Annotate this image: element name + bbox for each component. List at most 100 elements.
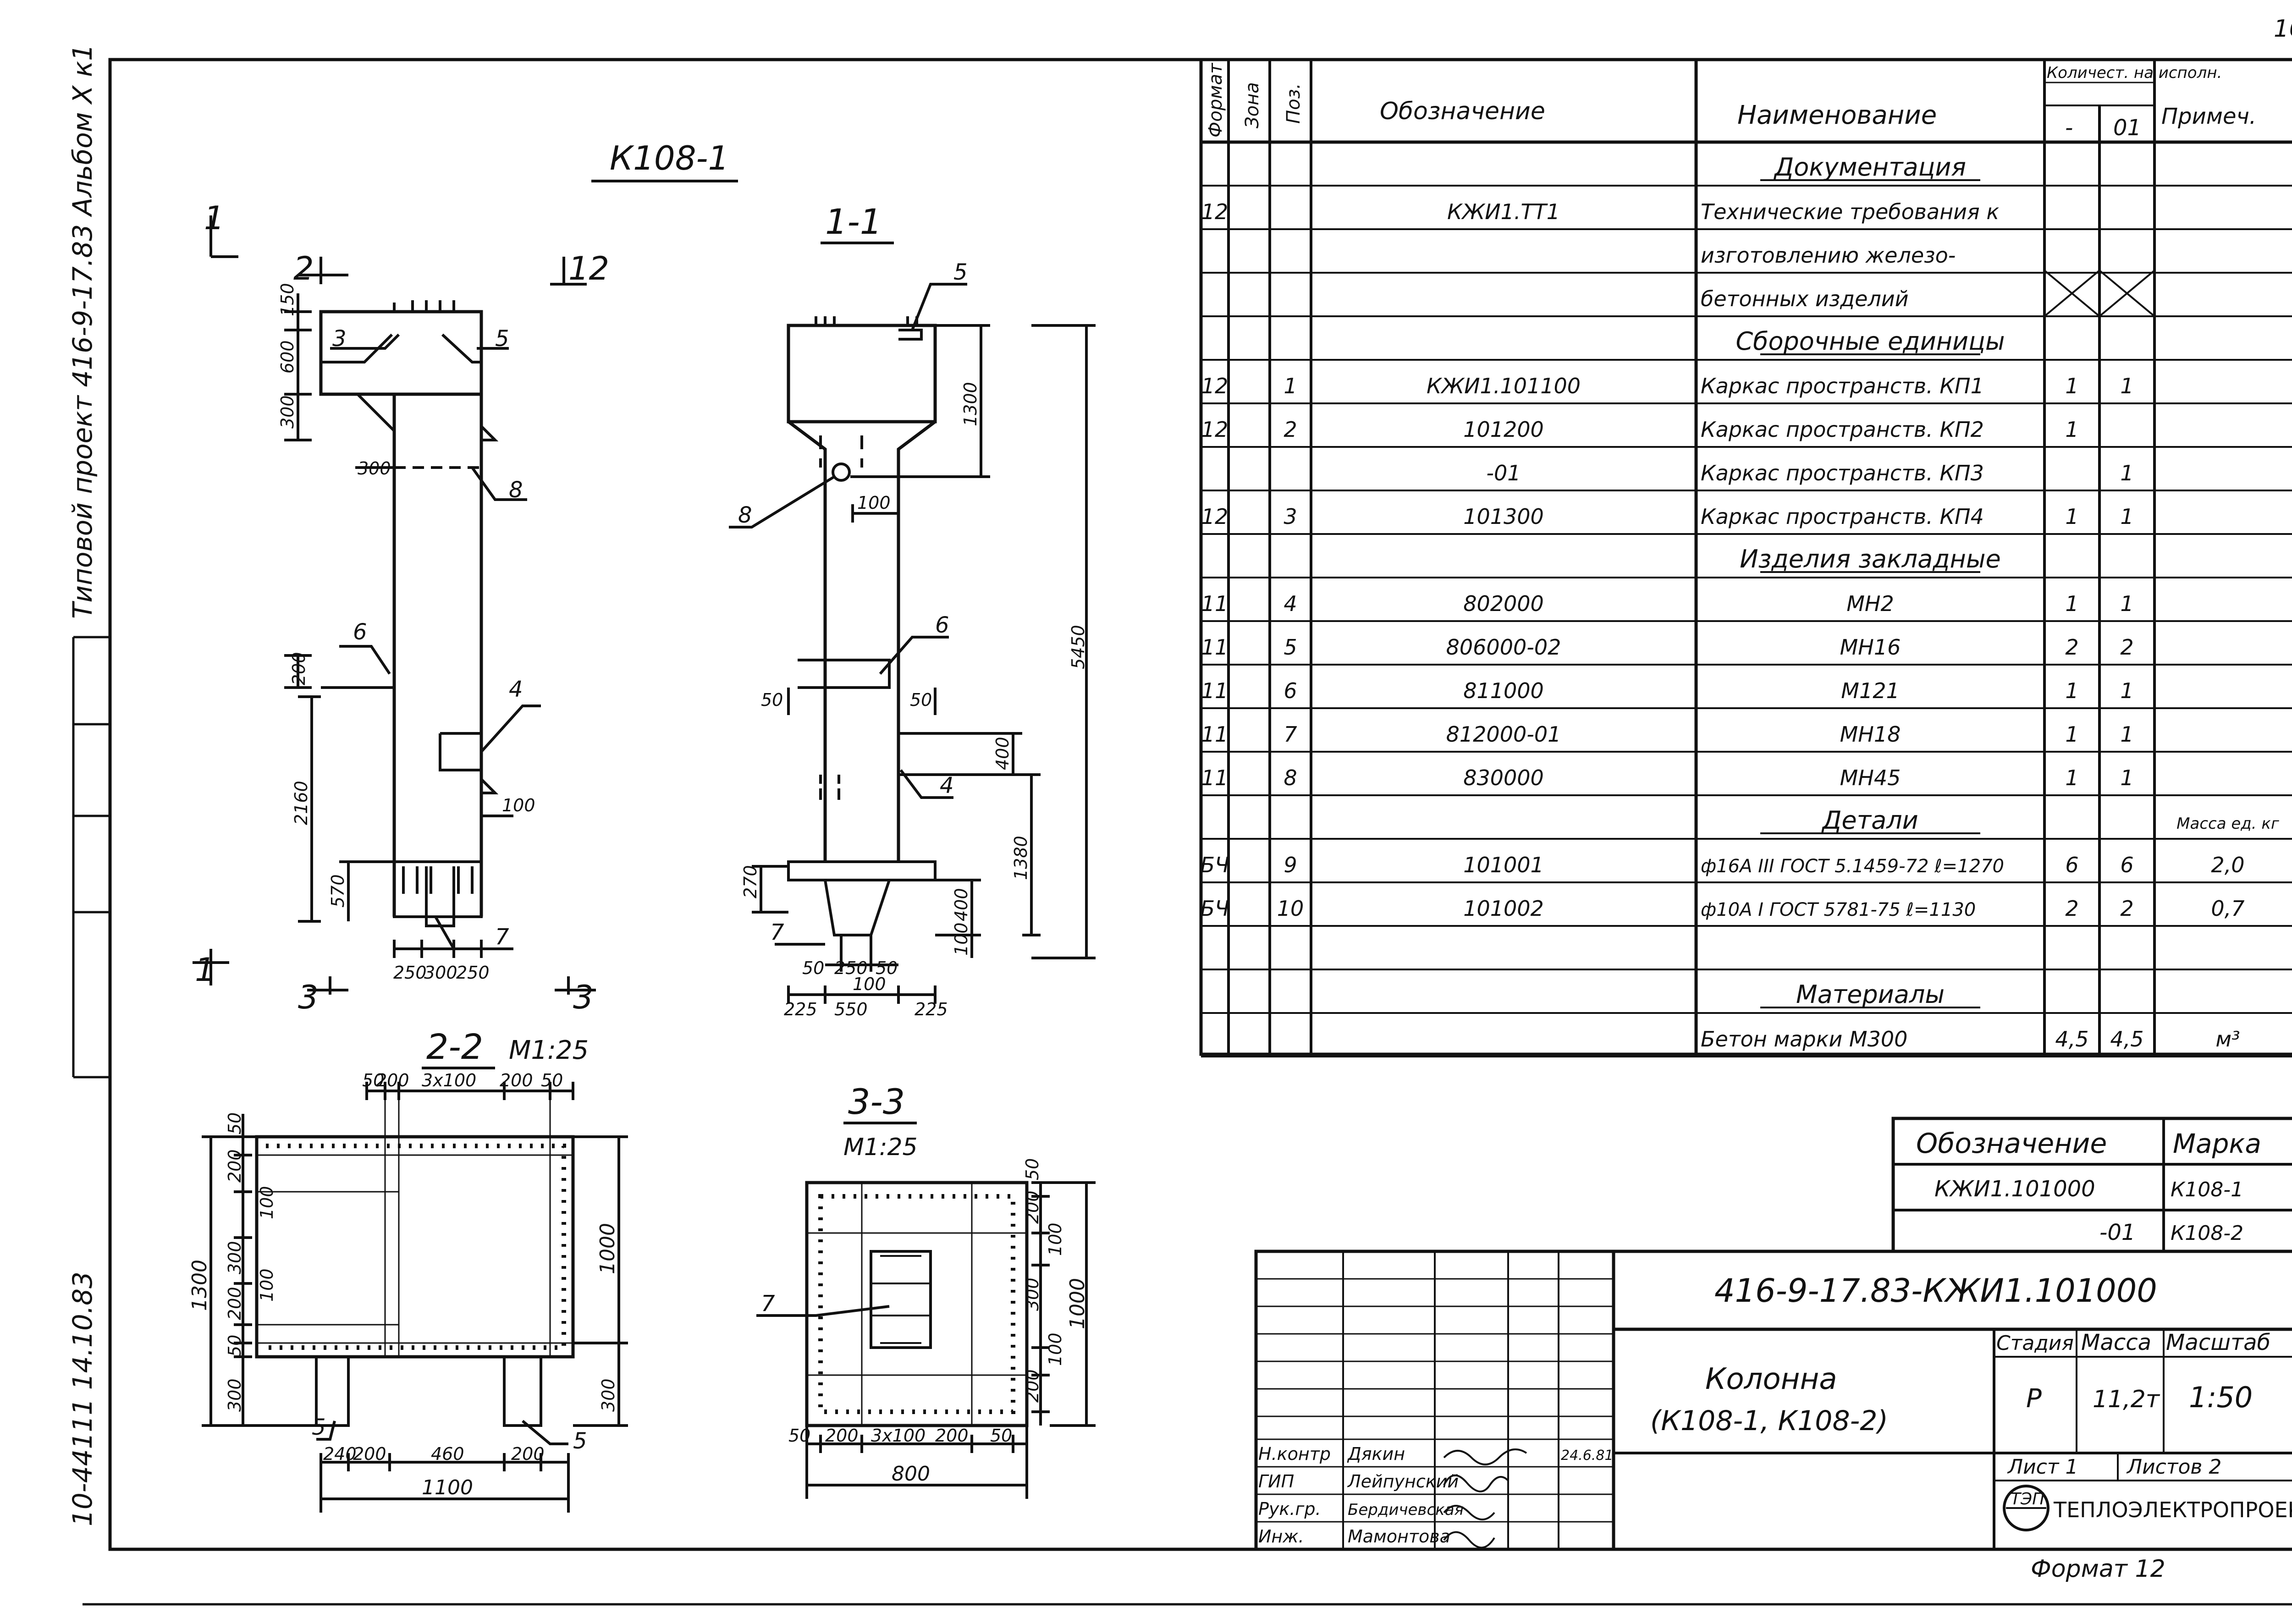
side-stamp-album: Типовой проект 416-9-17.83 Альбом X к1 [67,44,98,619]
svg-text:7: 7 [761,1291,775,1316]
spec-cell-designation: 101200 [1463,417,1544,442]
spec-cell-format: 11 [1201,678,1229,703]
spec-cell-qty-01: 1 [2120,591,2133,616]
svg-text:1100: 1100 [422,1476,473,1499]
svg-text:4: 4 [509,677,523,702]
svg-text:50: 50 [910,690,932,710]
svg-text:200: 200 [1022,1369,1042,1403]
spec-cell-name: МН2 [1846,591,1894,616]
spec-section-title: Изделия закладные [1740,545,2000,573]
spec-cell-pos: 3 [1284,504,1297,529]
spec-cell-name: Технические требования к [1701,199,1999,224]
spec-cell-designation: 802000 [1463,591,1544,616]
svg-text:Обозначение: Обозначение [1380,98,1545,125]
svg-text:100: 100 [1045,1332,1065,1366]
spec-cell-qty-01: 2 [2120,635,2133,660]
svg-text:300: 300 [424,963,457,983]
svg-text:К108-1: К108-1 [2171,1178,2243,1201]
spec-cell-qty: 1 [2065,504,2078,529]
spec-cell-format: 11 [1201,765,1229,790]
svg-text:100: 100 [857,493,891,513]
spec-cell-designation: 101002 [1463,896,1544,921]
svg-text:5450: 5450 [1068,625,1088,669]
sheet-frame [72,58,2292,1606]
svg-text:300: 300 [598,1378,618,1412]
svg-text:1:50: 1:50 [2189,1381,2253,1414]
svg-text:300: 300 [358,458,391,479]
svg-text:50: 50 [761,690,783,710]
spec-cell-designation: 101300 [1463,504,1544,529]
svg-text:100: 100 [853,974,886,994]
svg-text:8: 8 [509,477,523,503]
svg-text:200: 200 [500,1070,533,1090]
svg-text:Поз.: Поз. [1283,83,1304,124]
svg-text:200: 200 [289,652,309,685]
spec-cell-designation: КЖИ1.101100 [1427,374,1581,398]
spec-cell-name: МН16 [1840,635,1901,660]
svg-text:300: 300 [1022,1277,1042,1311]
spec-cell-qty-01: 1 [2120,374,2133,398]
svg-text:200: 200 [225,1287,245,1320]
svg-text:50: 50 [225,1335,245,1357]
svg-text:6: 6 [353,619,367,645]
doc-number: 416-9-17.83-КЖИ1.101000 [1714,1272,2157,1310]
svg-text:М1:25: М1:25 [509,1035,589,1065]
spec-cell-pos: 7 [1284,722,1297,747]
svg-text:5: 5 [312,1415,326,1440]
svg-text:600: 600 [277,340,298,374]
section-1-1: 1-1 [729,201,1096,1019]
svg-text:550: 550 [834,999,868,1019]
spec-cell-pos: 10 [1277,896,1304,921]
spec-cell-name: ф10А I ГОСТ 5781-75 ℓ=1130 [1701,899,1976,920]
svg-text:300: 300 [277,395,298,429]
spec-section-title: Детали [1821,806,1918,835]
svg-text:200: 200 [353,1444,386,1464]
spec-cell-format: БЧ [1200,896,1229,921]
svg-text:1000: 1000 [1066,1278,1089,1329]
svg-text:240: 240 [323,1444,357,1464]
svg-text:2160: 2160 [291,781,311,825]
spec-cell-designation: 812000-01 [1446,722,1561,747]
svg-text:225: 225 [784,999,817,1019]
svg-text:250: 250 [456,963,490,983]
svg-text:11,2т: 11,2т [2093,1386,2160,1413]
product-marks: (К108-1, К108-2) [1650,1405,1888,1437]
spec-cell-qty-01: 1 [2120,722,2133,747]
svg-text:Масштаб: Масштаб [2166,1330,2270,1355]
spec-cell-name: МН18 [1840,722,1901,747]
svg-text:3: 3 [332,326,347,352]
svg-text:ГИП: ГИП [1258,1471,1294,1492]
svg-text:270: 270 [740,865,760,898]
spec-cell-designation: 830000 [1463,765,1544,790]
spec-cell-qty: 1 [2065,374,2078,398]
svg-text:7: 7 [770,919,784,945]
svg-text:Лейпунский: Лейпунский [1347,1471,1459,1492]
svg-text:1300: 1300 [960,382,981,426]
side-stamp-copy: 10-44111 14.10.83 [67,1272,98,1526]
spec-cell-pos: 4 [1284,591,1297,616]
svg-text:Бердичевская: Бердичевская [1348,1501,1464,1519]
spec-cell-name: Бетон марки М300 [1701,1027,1907,1051]
spec-cell-pos: 8 [1284,765,1297,790]
spec-cell-pos: 1 [1284,374,1297,398]
spec-cell-qty-01: 1 [2120,504,2133,529]
spec-cell-format: 12 [1201,417,1229,442]
spec-cell-qty: 2 [2065,896,2078,921]
svg-text:3: 3 [298,979,319,1016]
svg-text:-: - [2065,115,2073,141]
spec-cell-name: Каркас пространств. КП1 [1701,374,1984,398]
spec-cell-qty-01: 1 [2120,678,2133,703]
svg-text:50: 50 [788,1426,810,1446]
spec-cell-name: бетонных изделий [1701,286,1909,311]
spec-cell-designation: 806000-02 [1446,635,1561,660]
spec-cell-note: 0,7 [2211,896,2244,921]
spec-cell-qty: 1 [2065,417,2078,442]
svg-text:Лист 1: Лист 1 [2007,1455,2078,1479]
svg-text:300: 300 [225,1241,245,1274]
svg-text:01: 01 [2113,115,2141,141]
spec-cell-name: Каркас пространств. КП2 [1701,417,1984,442]
svg-text:Зона: Зона [1242,82,1263,128]
svg-text:5: 5 [953,259,968,285]
svg-text:3х100: 3х100 [422,1070,476,1090]
spec-cell-name: МН45 [1840,765,1901,790]
